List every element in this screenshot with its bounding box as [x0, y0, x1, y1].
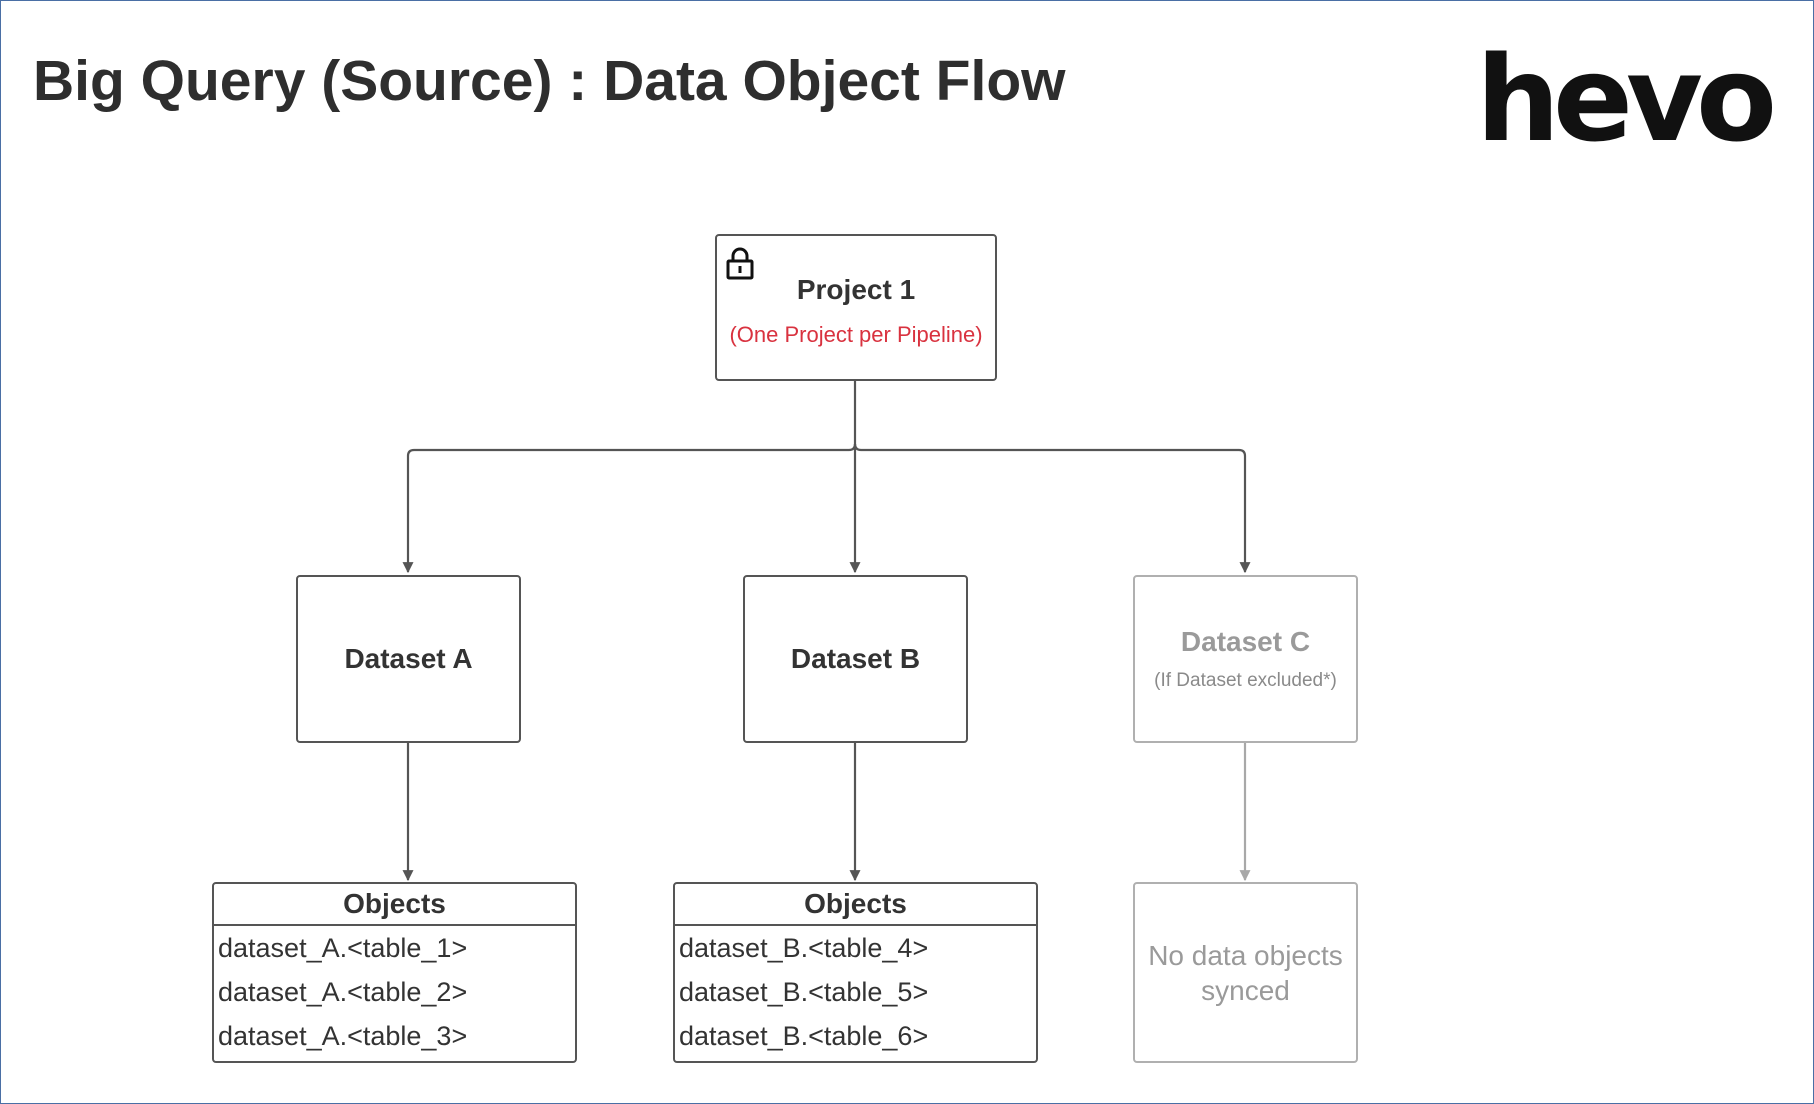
empty-objects-node: No data objects synced [1133, 882, 1358, 1063]
empty-objects-text: No data objects synced [1148, 939, 1343, 1006]
objects-header: Objects [214, 884, 575, 926]
connector-to-dataset-c [853, 443, 1251, 574]
objects-table-a: Objects dataset_A.<table_1> dataset_A.<t… [212, 882, 577, 1063]
page-title: Big Query (Source) : Data Object Flow [33, 49, 1066, 113]
object-row: dataset_A.<table_3> [218, 1021, 468, 1051]
dataset-c-note: (If Dataset excluded*) [1154, 670, 1337, 691]
object-row: dataset_B.<table_6> [679, 1021, 929, 1051]
object-row: dataset_A.<table_1> [218, 933, 468, 963]
dataset-c-node: Dataset C (If Dataset excluded*) [1133, 575, 1358, 743]
dataset-b-title: Dataset B [790, 643, 921, 674]
project-subtitle: (One Project per Pipeline) [729, 321, 983, 347]
objects-header: Objects [675, 884, 1036, 926]
object-row: dataset_B.<table_5> [679, 977, 929, 1007]
dataset-b-node: Dataset B [743, 575, 968, 743]
lock-icon [725, 246, 755, 285]
object-row: dataset_B.<table_4> [679, 933, 929, 963]
dataset-a-node: Dataset A [296, 575, 521, 743]
project-title: Project 1 [796, 273, 916, 305]
dataset-a-title: Dataset A [344, 643, 473, 674]
connector-to-dataset-a [402, 443, 857, 574]
objects-table-b: Objects dataset_B.<table_4> dataset_B.<t… [673, 882, 1038, 1063]
hevo-logo: hevo [1476, 30, 1777, 168]
object-row: dataset_A.<table_2> [218, 977, 468, 1007]
project-node: Project 1 (One Project per Pipeline) [715, 234, 997, 381]
dataset-c-title: Dataset C [1180, 626, 1311, 657]
